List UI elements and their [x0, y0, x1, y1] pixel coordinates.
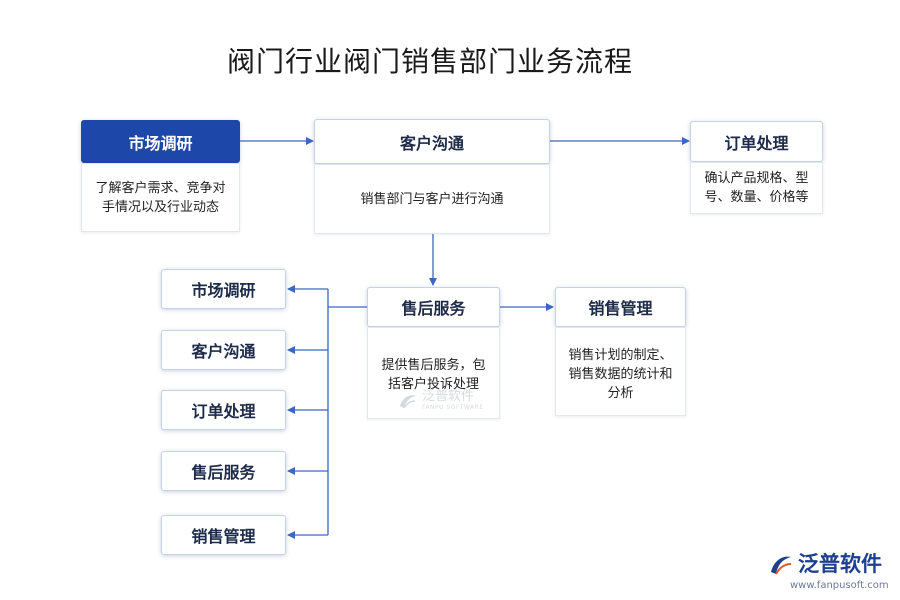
customer-communication-desc-line-1: 销售部门与客户进行沟通: [360, 191, 504, 207]
market-research-desc: 了解客户需求、竞争对 手情况以及行业动态: [81, 163, 240, 232]
brand-logo-text: 泛普软件: [798, 552, 882, 576]
side-item-sales-management: 销售管理: [161, 515, 286, 555]
sales-management-node: 销售管理: [555, 287, 686, 327]
after-sales-node: 售后服务: [367, 287, 500, 327]
side-item-customer-communication: 客户沟通: [161, 330, 286, 370]
watermark-text: 泛普软件: [422, 389, 475, 404]
market-research-label: 市场调研: [128, 133, 193, 153]
page-title: 阀门行业阀门销售部门业务流程: [226, 45, 633, 78]
market-research-node: 市场调研: [81, 120, 240, 163]
sales-management-desc-line-3: 分析: [607, 386, 634, 401]
sales-management-desc-line-2: 销售数据的统计和: [568, 367, 673, 382]
side-item-order-processing: 订单处理: [161, 390, 286, 430]
side-item-label: 售后服务: [191, 463, 256, 482]
brand-url: www.fanpusoft.com: [790, 580, 889, 591]
sales-management-desc: 销售计划的制定、 销售数据的统计和 分析: [555, 327, 686, 416]
customer-communication-desc: 销售部门与客户进行沟通: [314, 164, 550, 234]
brand-logo: 泛普软件: [768, 552, 882, 576]
after-sales-desc-line-2: 括客户投诉处理: [387, 377, 479, 392]
side-item-market-research: 市场调研: [161, 269, 286, 309]
order-processing-desc: 确认产品规格、型 号、数量、价格等: [690, 162, 823, 214]
order-processing-desc-line-2: 号、数量、价格等: [704, 190, 809, 205]
side-item-label: 客户沟通: [191, 342, 256, 361]
side-item-label: 市场调研: [191, 281, 256, 300]
sales-management-label: 销售管理: [588, 299, 653, 318]
customer-communication-node: 客户沟通: [314, 119, 550, 164]
order-processing-node: 订单处理: [690, 121, 823, 162]
side-item-after-sales: 售后服务: [161, 451, 286, 491]
watermark-icon: [400, 394, 416, 408]
watermark: 泛普软件 FANPU SOFTWARE: [398, 390, 484, 411]
customer-communication-label: 客户沟通: [399, 133, 464, 153]
watermark-subtext: FANPU SOFTWARE: [422, 404, 484, 411]
order-processing-label: 订单处理: [724, 133, 789, 153]
sales-management-desc-line-1: 销售计划的制定、: [568, 348, 673, 363]
market-research-desc-line-1: 了解客户需求、竞争对: [95, 180, 226, 196]
order-processing-desc-line-1: 确认产品规格、型: [704, 171, 809, 186]
side-item-label: 销售管理: [191, 527, 256, 546]
side-item-label: 订单处理: [191, 402, 256, 421]
market-research-desc-line-2: 手情况以及行业动态: [101, 199, 219, 215]
brand-logo-icon: [771, 556, 792, 575]
after-sales-desc-line-1: 提供售后服务，包: [381, 358, 486, 373]
after-sales-label: 售后服务: [401, 299, 466, 318]
after-sales-desc: 提供售后服务，包 括客户投诉处理: [367, 327, 500, 419]
